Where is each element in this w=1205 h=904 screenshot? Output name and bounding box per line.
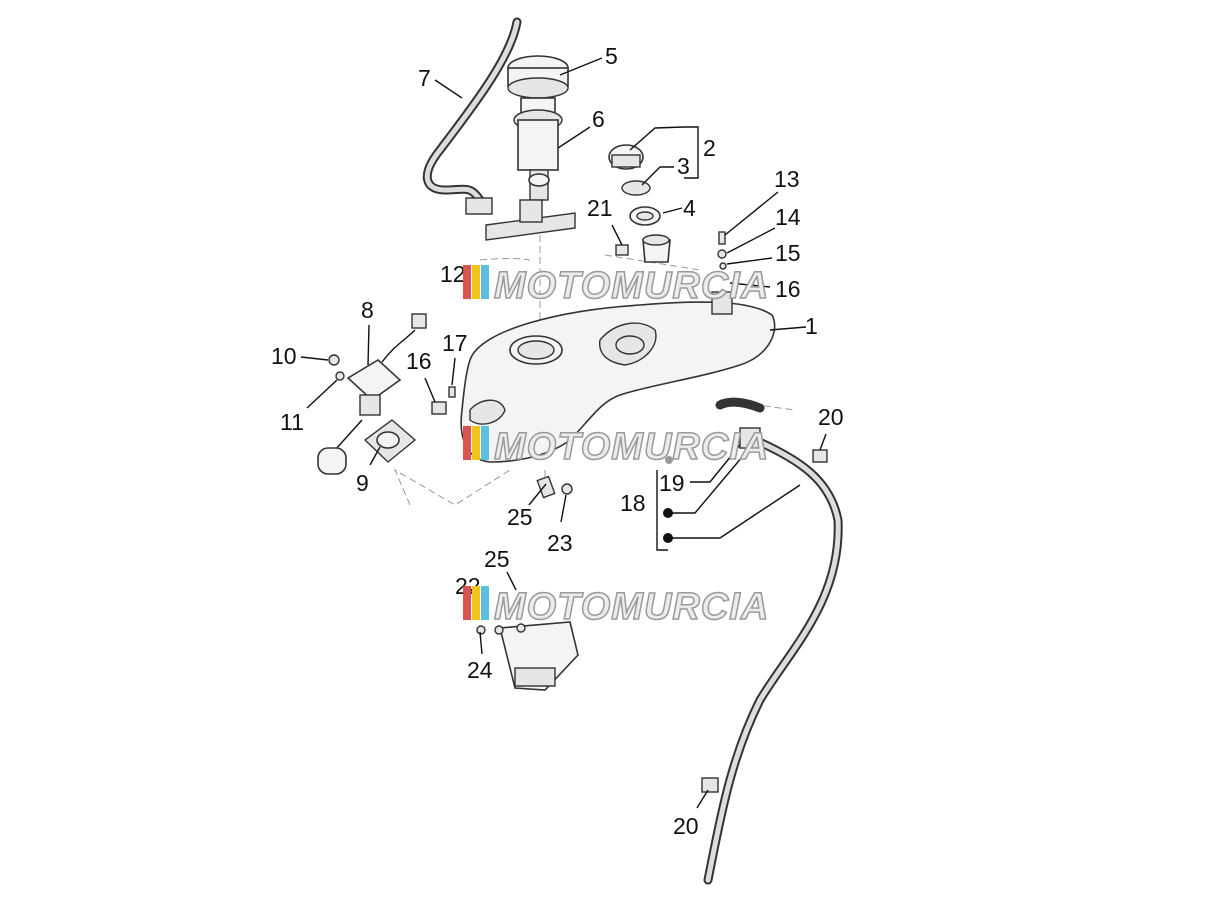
watermark-text: MOTOMURCIA [494,426,769,468]
callout-12: 12 [440,261,466,287]
watermark-text: MOTOMURCIA [494,265,769,307]
filler-cap-assembly [608,144,671,263]
small-fittings [431,231,828,793]
overflow-tube [656,397,843,885]
callout-13: 13 [774,166,800,192]
callout-9: 9 [356,470,369,496]
callout-7: 7 [418,65,431,91]
callout-20-top: 20 [818,404,844,430]
callout-17: 17 [442,330,468,356]
callout-20-bottom: 20 [673,813,699,839]
watermark-bottom: MOTOMURCIA [463,585,769,629]
watermark-top: MOTOMURCIA [463,264,769,308]
callout-1: 1 [805,313,818,339]
fuel-tank [460,291,776,463]
lower-bracket [476,621,579,691]
watermark-middle: MOTOMURCIA [463,425,769,469]
callout-10: 10 [271,343,297,369]
fuel-pump-assembly [485,55,576,241]
callout-23: 23 [547,530,573,556]
callout-2: 2 [703,135,716,161]
callout-5: 5 [605,43,618,69]
callout-4: 4 [683,195,696,221]
watermark-text: MOTOMURCIA [494,586,769,628]
callout-8: 8 [361,297,374,323]
callout-14: 14 [775,204,801,230]
callout-24: 24 [467,657,493,683]
callout-25-middle: 25 [507,504,533,530]
leader-lines [300,57,827,809]
callout-6: 6 [592,106,605,132]
callout-3: 3 [677,153,690,179]
callout-15: 15 [775,240,801,266]
callout-21: 21 [587,195,613,221]
level-sender-assembly [317,313,427,475]
callout-18: 18 [620,490,646,516]
callout-16-right: 16 [775,276,801,302]
callout-labels: 1 2 3 4 5 6 7 8 9 10 11 12 13 14 15 16 1… [271,43,844,839]
breather-hose [422,17,522,215]
callout-25-lower: 25 [484,546,510,572]
callout-11: 11 [280,409,304,435]
callout-16-left: 16 [406,348,432,374]
callout-19: 19 [659,470,685,496]
